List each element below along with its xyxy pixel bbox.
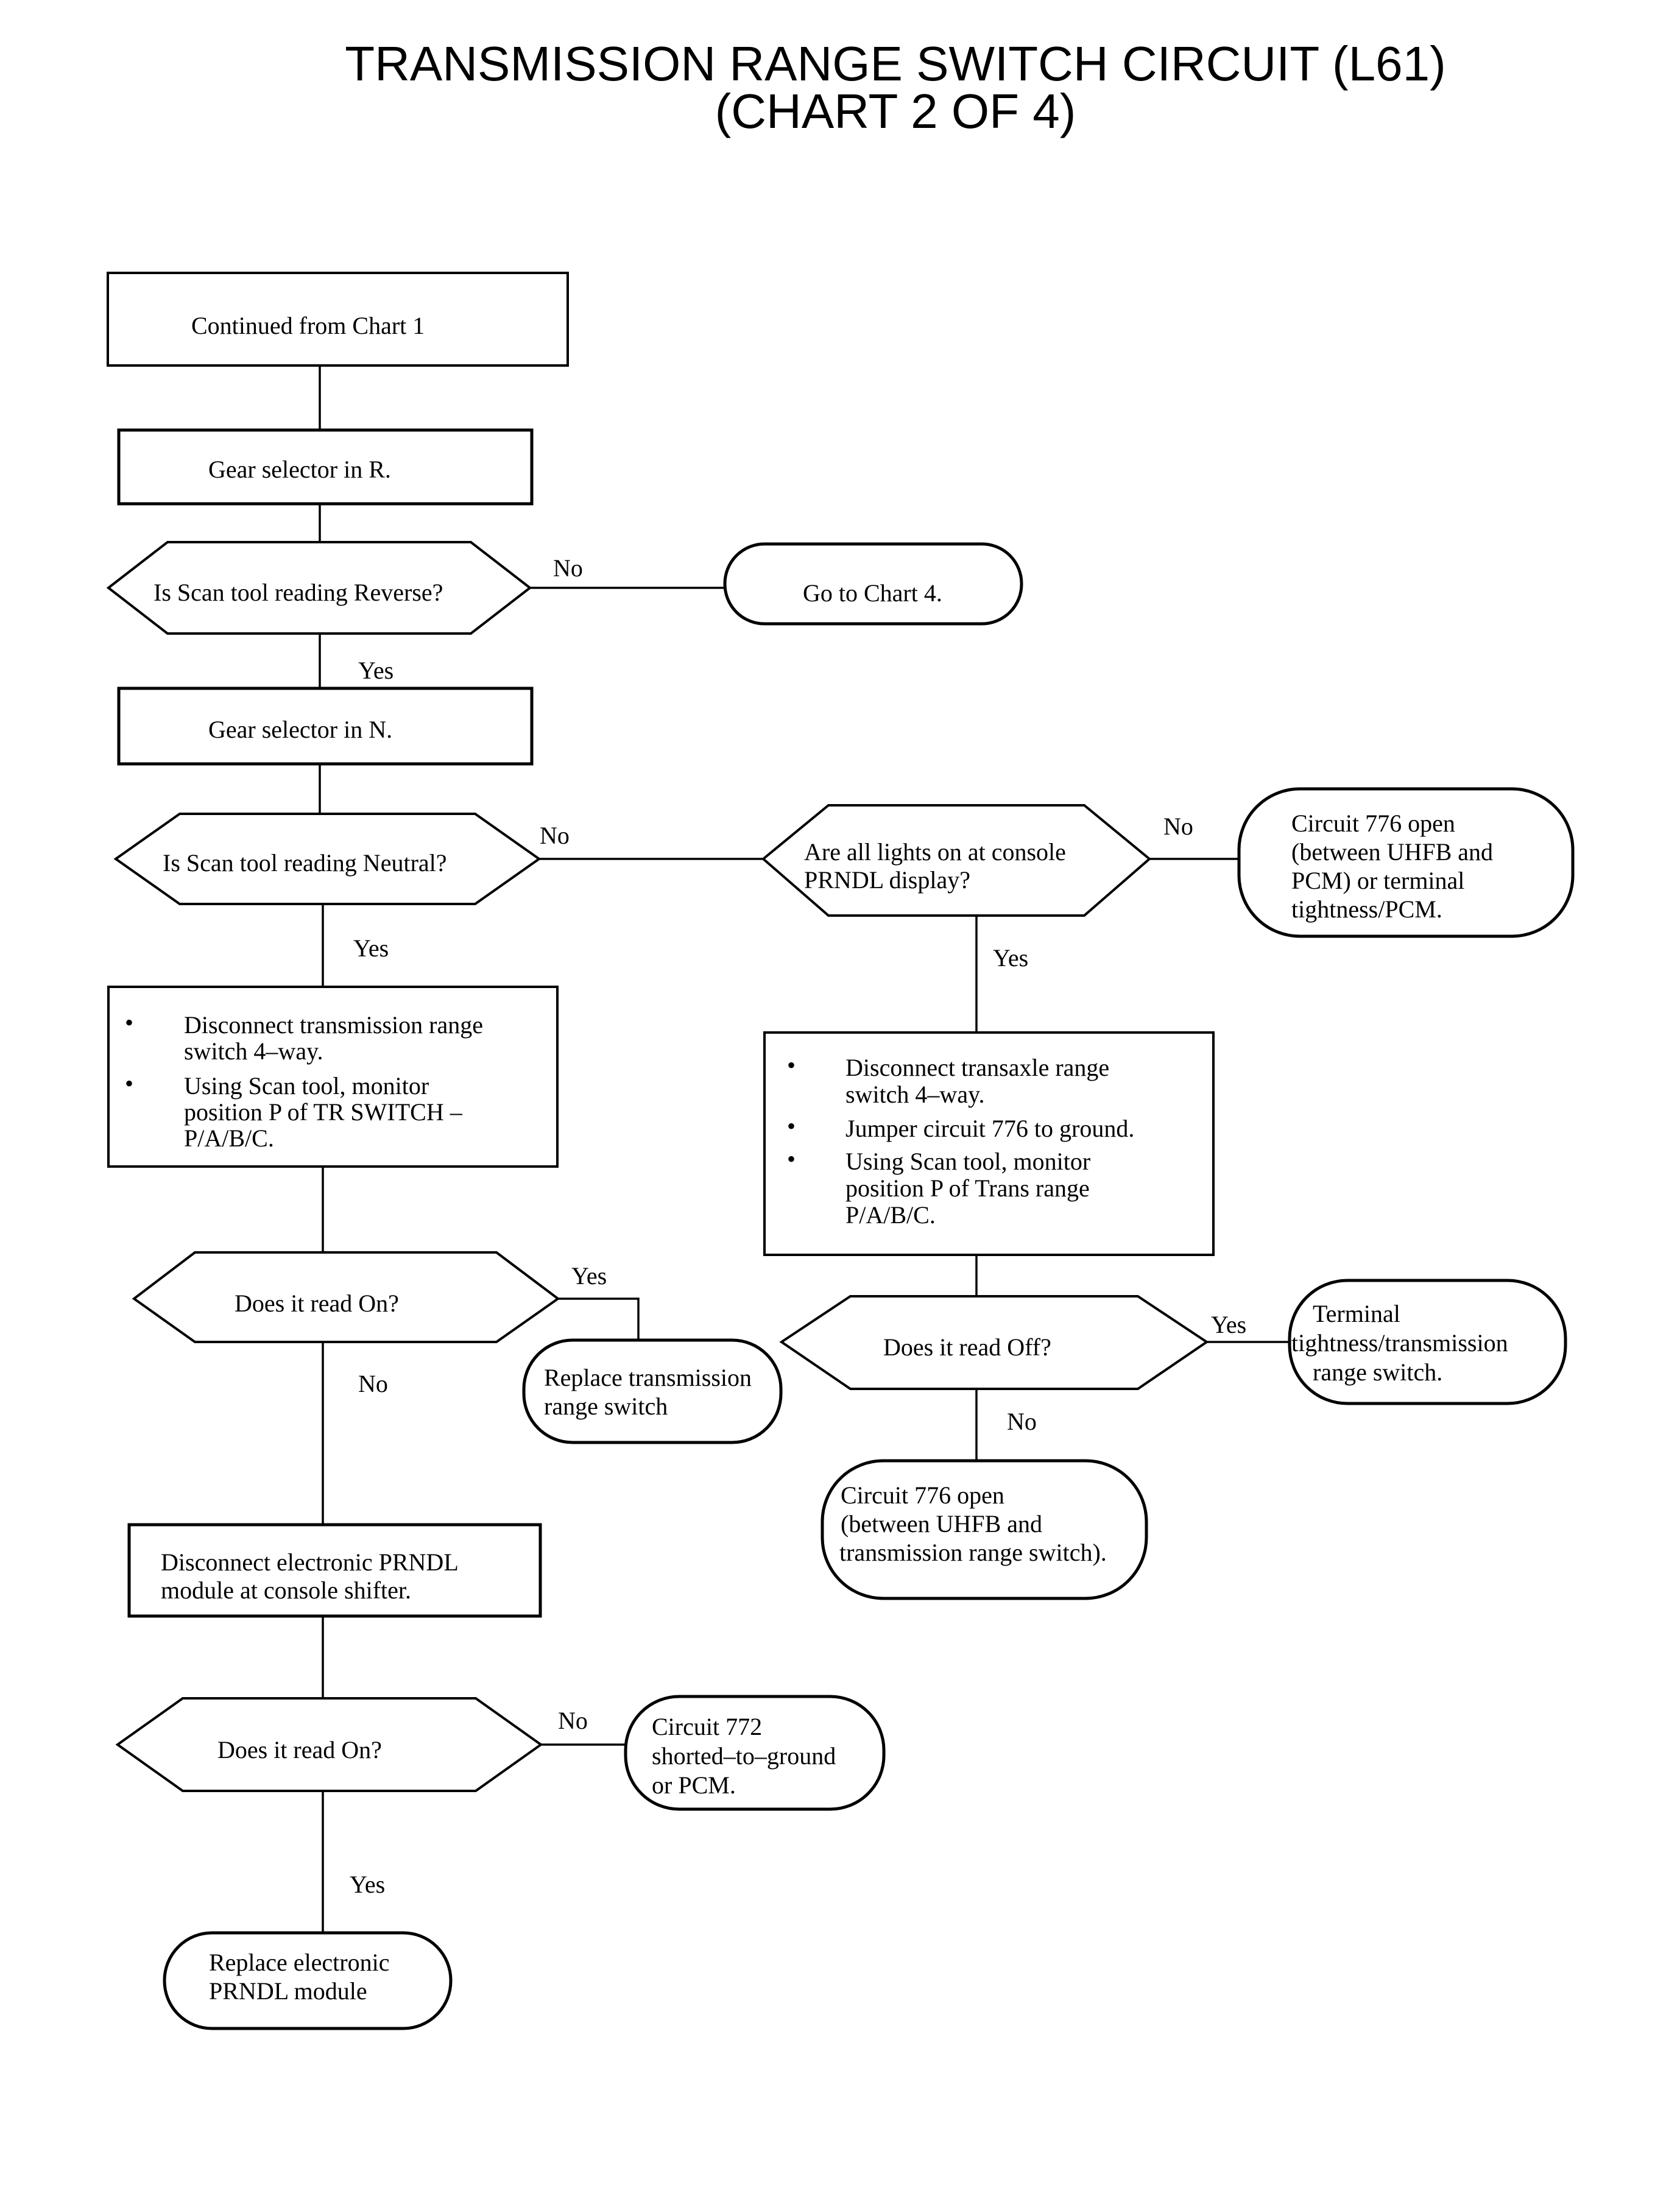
circuit776-pcm-line4: tightness/PCM. xyxy=(1291,895,1442,923)
right-steps-b1-line1: Disconnect transaxle range xyxy=(845,1054,1109,1081)
goto-chart4-terminal: Go to Chart 4. xyxy=(723,542,1023,626)
replace-switch-terminal: Replace transmission range switch xyxy=(522,1338,783,1444)
label-yes-lights: Yes xyxy=(993,944,1028,972)
label-no-lights: No xyxy=(1163,813,1193,840)
circuit776-pcm-line1: Circuit 776 open xyxy=(1291,810,1455,837)
label-yes-read-off: Yes xyxy=(1211,1311,1246,1338)
circuit776-pcm-terminal: Circuit 776 open (between UHFB and PCM) … xyxy=(1237,787,1575,938)
circuit772-line1: Circuit 772 xyxy=(652,1713,762,1740)
left-steps-b1-line2: switch 4–way. xyxy=(184,1037,323,1065)
circuit776-switch-line2: (between UHFB and xyxy=(841,1510,1042,1537)
chart-title-line1: TRANSMISSION RANGE SWITCH CIRCUIT (L61) xyxy=(345,37,1446,91)
disconnect-prndl-line1: Disconnect electronic PRNDL xyxy=(161,1548,459,1576)
decision-lights-label-2: PRNDL display? xyxy=(804,866,970,894)
right-steps-b2-line1: Jumper circuit 776 to ground. xyxy=(845,1115,1134,1142)
label-yes-read-on-1: Yes xyxy=(571,1262,607,1290)
replace-prndl-line2: PRNDL module xyxy=(209,1977,367,2005)
circuit772-line3: or PCM. xyxy=(652,1771,736,1799)
left-steps-b2-line1: Using Scan tool, monitor xyxy=(184,1072,429,1100)
right-steps-bullet-3: • xyxy=(787,1145,796,1173)
label-yes-reverse: Yes xyxy=(358,657,394,684)
decision-lights-label-1: Are all lights on at console xyxy=(804,838,1066,866)
label-no-read-off: No xyxy=(1007,1408,1037,1435)
right-steps-bullet-2: • xyxy=(787,1112,796,1140)
decision-read-on-2: Does it read On? xyxy=(115,1697,543,1792)
left-steps-bullet-2: • xyxy=(125,1070,133,1097)
label-no-read-on-1: No xyxy=(358,1370,388,1397)
edge-read-on-yes xyxy=(558,1297,640,1340)
right-steps-b3-line3: P/A/B/C. xyxy=(845,1201,936,1229)
continued-label: Continued from Chart 1 xyxy=(191,312,425,339)
decision-reverse-label: Is Scan tool reading Reverse? xyxy=(154,579,443,606)
left-steps-bullet-1: • xyxy=(125,1009,133,1036)
edge-labels: No Yes No No Yes Yes Yes Yes No No No Ye… xyxy=(350,554,1246,1898)
right-steps-b1-line2: switch 4–way. xyxy=(845,1081,984,1108)
right-steps-box: • Disconnect transaxle range switch 4–wa… xyxy=(763,1031,1215,1256)
decision-lights: Are all lights on at console PRNDL displ… xyxy=(761,804,1152,917)
circuit776-pcm-line2: (between UHFB and xyxy=(1291,838,1493,866)
terminal-tightness-line2: tightness/transmission xyxy=(1291,1329,1508,1357)
replace-prndl-line1: Replace electronic xyxy=(209,1949,389,1976)
replace-prndl-terminal: Replace electronic PRNDL module xyxy=(163,1931,453,2030)
gear-n-box: Gear selector in N. xyxy=(117,687,534,766)
right-steps-b3-line1: Using Scan tool, monitor xyxy=(845,1148,1090,1175)
decision-read-on-1-label: Does it read On? xyxy=(235,1290,399,1317)
decision-read-on-1: Does it read On? xyxy=(132,1251,560,1343)
disconnect-prndl-box: Disconnect electronic PRNDL module at co… xyxy=(127,1523,542,1618)
decision-neutral-label: Is Scan tool reading Neutral? xyxy=(163,849,447,877)
label-no-read-on-2: No xyxy=(558,1707,588,1734)
circuit772-line2: shorted–to–ground xyxy=(652,1742,836,1770)
circuit776-switch-line1: Circuit 776 open xyxy=(841,1481,1004,1509)
continued-box: Continued from Chart 1 xyxy=(107,272,569,367)
decision-read-on-2-label: Does it read On? xyxy=(217,1736,382,1763)
terminal-tightness-line1: Terminal xyxy=(1313,1300,1400,1327)
left-steps-b2-line2: position P of TR SWITCH – xyxy=(184,1098,463,1126)
label-yes-read-on-2: Yes xyxy=(350,1871,385,1898)
left-steps-b2-line3: P/A/B/C. xyxy=(184,1124,274,1152)
circuit776-pcm-line3: PCM) or terminal xyxy=(1291,867,1464,894)
decision-neutral: Is Scan tool reading Neutral? xyxy=(113,813,542,905)
circuit776-switch-line3: transmission range switch). xyxy=(839,1539,1107,1566)
replace-switch-line1: Replace transmission xyxy=(544,1364,752,1391)
left-steps-box: • Disconnect transmission range switch 4… xyxy=(107,986,559,1168)
circuit772-terminal: Circuit 772 shorted–to–ground or PCM. xyxy=(624,1695,886,1811)
chart-title-line2: (CHART 2 OF 4) xyxy=(715,84,1076,138)
replace-switch-line2: range switch xyxy=(544,1393,668,1420)
gear-r-box: Gear selector in R. xyxy=(117,428,534,506)
right-steps-b3-line2: position P of Trans range xyxy=(845,1174,1090,1202)
terminal-tightness-line3: range switch. xyxy=(1313,1358,1442,1386)
connectors xyxy=(319,365,1290,1933)
right-steps-bullet-1: • xyxy=(787,1051,796,1079)
label-yes-neutral: Yes xyxy=(353,934,389,962)
gear-n-label: Gear selector in N. xyxy=(208,716,392,743)
circuit776-switch-terminal: Circuit 776 open (between UHFB and trans… xyxy=(821,1459,1148,1600)
disconnect-prndl-line2: module at console shifter. xyxy=(161,1576,411,1604)
decision-reverse: Is Scan tool reading Reverse? xyxy=(106,541,532,635)
left-steps-b1-line1: Disconnect transmission range xyxy=(184,1011,483,1039)
gear-r-label: Gear selector in R. xyxy=(208,456,391,483)
label-no-reverse: No xyxy=(553,554,583,582)
goto-chart4-label: Go to Chart 4. xyxy=(803,579,942,607)
terminal-tightness-terminal: Terminal tightness/transmission range sw… xyxy=(1288,1279,1567,1405)
decision-read-off: Does it read Off? xyxy=(779,1295,1209,1390)
decision-read-off-label: Does it read Off? xyxy=(883,1333,1051,1361)
label-no-neutral: No xyxy=(540,822,570,849)
